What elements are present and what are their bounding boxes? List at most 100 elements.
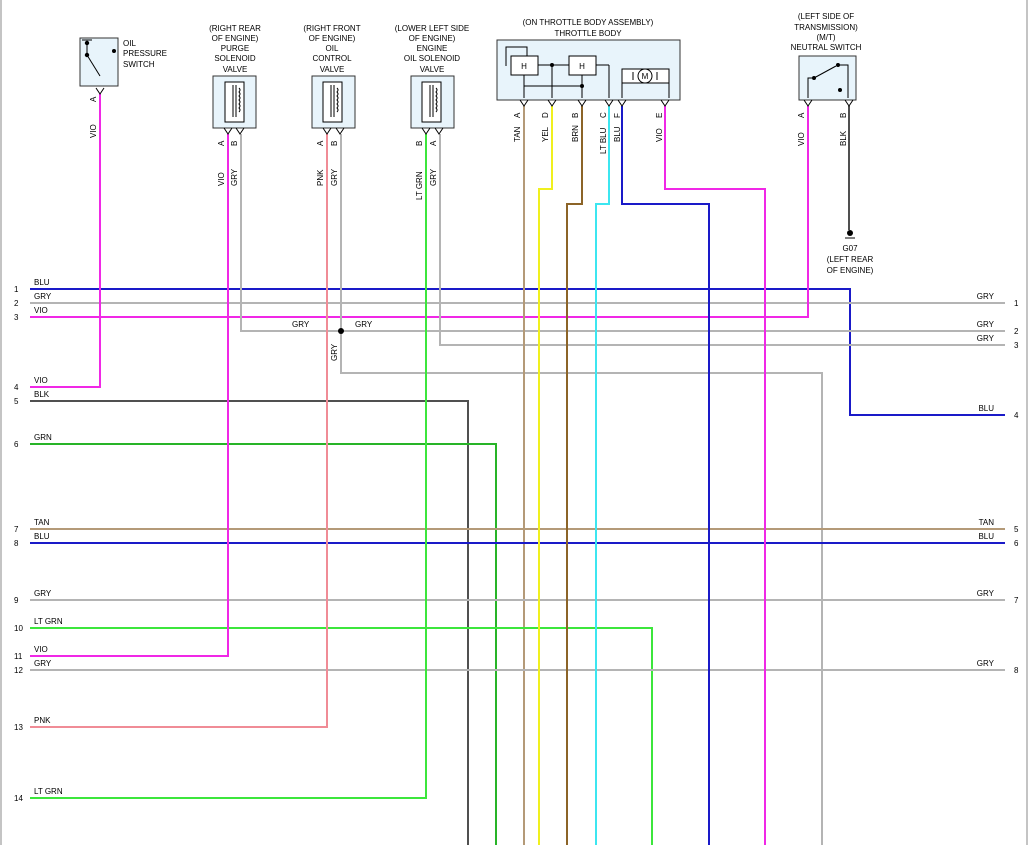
left-pin-wire-color: BLU: [34, 278, 50, 287]
oil-solenoid-location-1: (LOWER LEFT SIDE: [395, 24, 470, 33]
neutral-switch-location-2: TRANSMISSION): [794, 23, 858, 32]
throttle-motor-label: M: [642, 72, 649, 81]
oil-solenoid-name-3: VALVE: [420, 65, 445, 74]
neutral-switch-pin-a: A: [797, 112, 806, 118]
oil-control-name-3: VALVE: [320, 65, 345, 74]
right-pin-wire-color: BLU: [978, 404, 994, 413]
engine-oil-solenoid-valve: (LOWER LEFT SIDE OF ENGINE) ENGINE OIL S…: [395, 24, 470, 200]
wire-blu: [30, 288, 1005, 416]
throttle-wire-f: BLU: [613, 126, 622, 142]
wire-brn: [566, 106, 583, 845]
ground-location-2: OF ENGINE): [827, 266, 874, 275]
wire-gry: [439, 134, 1005, 346]
throttle-pin-c: C: [599, 112, 608, 118]
left-pin-number: 5: [14, 397, 19, 406]
purge-valve-location-1: (RIGHT REAR: [209, 24, 261, 33]
oil-control-pin-b: B: [330, 141, 339, 146]
oil-solenoid-pin-b: B: [415, 141, 424, 146]
left-pin-number: 2: [14, 299, 19, 308]
purge-valve-pin-b: B: [230, 141, 239, 146]
splice-down-label: GRY: [330, 343, 339, 361]
throttle-sensor-2-label: H: [579, 62, 585, 71]
oil-solenoid-name-1: ENGINE: [417, 44, 448, 53]
purge-valve-name-1: PURGE: [221, 44, 249, 53]
neutral-switch-location-1: (LEFT SIDE OF: [798, 12, 854, 21]
throttle-pin-e: E: [655, 113, 664, 118]
throttle-body-name: THROTTLE BODY: [554, 29, 622, 38]
wire-blu: [621, 106, 710, 845]
oil-pressure-switch-name-3: SWITCH: [123, 60, 155, 69]
wire-vio: [664, 106, 766, 845]
left-pin-wire-color: BLU: [34, 532, 50, 541]
right-pin-wire-color: GRY: [977, 292, 995, 301]
left-pin-number: 4: [14, 383, 19, 392]
right-pin-wire-color: GRY: [977, 589, 995, 598]
wire-group: [30, 94, 1005, 845]
right-pin-number: 6: [1014, 539, 1019, 548]
throttle-pin-d: D: [541, 112, 550, 118]
left-pin-wire-color: BLK: [34, 390, 50, 399]
wire-lt-grn: [30, 627, 653, 845]
left-pin-number: 12: [14, 666, 23, 675]
right-pin-wire-color: BLU: [978, 532, 994, 541]
wire-gry: [240, 134, 1005, 332]
right-pin-number: 4: [1014, 411, 1019, 420]
right-pin-number: 8: [1014, 666, 1019, 675]
neutral-switch-wire-a: VIO: [797, 132, 806, 146]
purge-valve-wire-a: VIO: [217, 172, 226, 186]
right-pin-number: 5: [1014, 525, 1019, 534]
left-pin-wire-color: GRN: [34, 433, 52, 442]
wire-grn: [30, 443, 497, 845]
throttle-wire-a: TAN: [513, 126, 522, 142]
oil-solenoid-location-2: OF ENGINE): [409, 34, 456, 43]
right-pin-number: 2: [1014, 327, 1019, 336]
left-pin-wire-color: PNK: [34, 716, 51, 725]
purge-valve-name-3: VALVE: [223, 65, 248, 74]
oil-control-name-2: CONTROL: [312, 54, 352, 63]
left-pin-wire-color: VIO: [34, 376, 48, 385]
wire-vio: [30, 106, 809, 318]
wire-gry: [340, 134, 823, 845]
right-pin-number: 3: [1014, 341, 1019, 350]
oil-pressure-switch-wire-label: VIO: [89, 124, 98, 138]
left-pin-wire-color: GRY: [34, 292, 52, 301]
purge-valve-pin-a: A: [217, 140, 226, 146]
splice-right-label: GRY: [355, 320, 373, 329]
left-pin-number: 11: [14, 652, 23, 661]
neutral-switch-wire-b: BLK: [839, 130, 848, 146]
splice-left-label: GRY: [292, 320, 310, 329]
throttle-sensor-1-label: H: [521, 62, 527, 71]
left-pin-number: 1: [14, 285, 19, 294]
purge-solenoid-valve: (RIGHT REAR OF ENGINE) PURGE SOLENOID VA…: [209, 24, 261, 186]
ground-g07: G07 (LEFT REAR OF ENGINE): [827, 230, 874, 275]
throttle-wire-d: YEL: [541, 126, 550, 142]
purge-valve-name-2: SOLENOID: [214, 54, 256, 63]
left-connector: 1BLU2GRY3VIO4VIO5BLK6GRN7TAN8BLU9GRY10LT…: [14, 278, 63, 803]
wire-lt-grn: [30, 134, 427, 799]
right-pin-number: 1: [1014, 299, 1019, 308]
oil-control-wire-a: PNK: [316, 169, 325, 186]
left-pin-wire-color: VIO: [34, 306, 48, 315]
left-pin-number: 14: [14, 794, 23, 803]
left-pin-number: 6: [14, 440, 19, 449]
wire-vio: [30, 94, 101, 388]
purge-valve-wire-b: GRY: [230, 168, 239, 186]
oil-solenoid-pin-a: A: [429, 140, 438, 146]
left-pin-number: 13: [14, 723, 23, 732]
right-pin-wire-color: GRY: [977, 334, 995, 343]
neutral-switch: (LEFT SIDE OF TRANSMISSION) (M/T) NEUTRA…: [791, 12, 862, 146]
right-pin-number: 7: [1014, 596, 1019, 605]
throttle-wire-e: VIO: [655, 128, 664, 142]
oil-pressure-switch: OIL PRESSURE SWITCH A VIO: [79, 37, 167, 138]
left-pin-wire-color: VIO: [34, 645, 48, 654]
wire-vio: [30, 134, 229, 657]
left-pin-number: 7: [14, 525, 19, 534]
wire-blk: [30, 400, 469, 845]
oil-control-pin-a: A: [316, 140, 325, 146]
wire-lt-blu: [595, 106, 610, 845]
throttle-body: (ON THROTTLE BODY ASSEMBLY) THROTTLE BOD…: [496, 18, 681, 154]
neutral-switch-location-3: (M/T): [816, 33, 835, 42]
oil-control-wire-b: GRY: [330, 168, 339, 186]
